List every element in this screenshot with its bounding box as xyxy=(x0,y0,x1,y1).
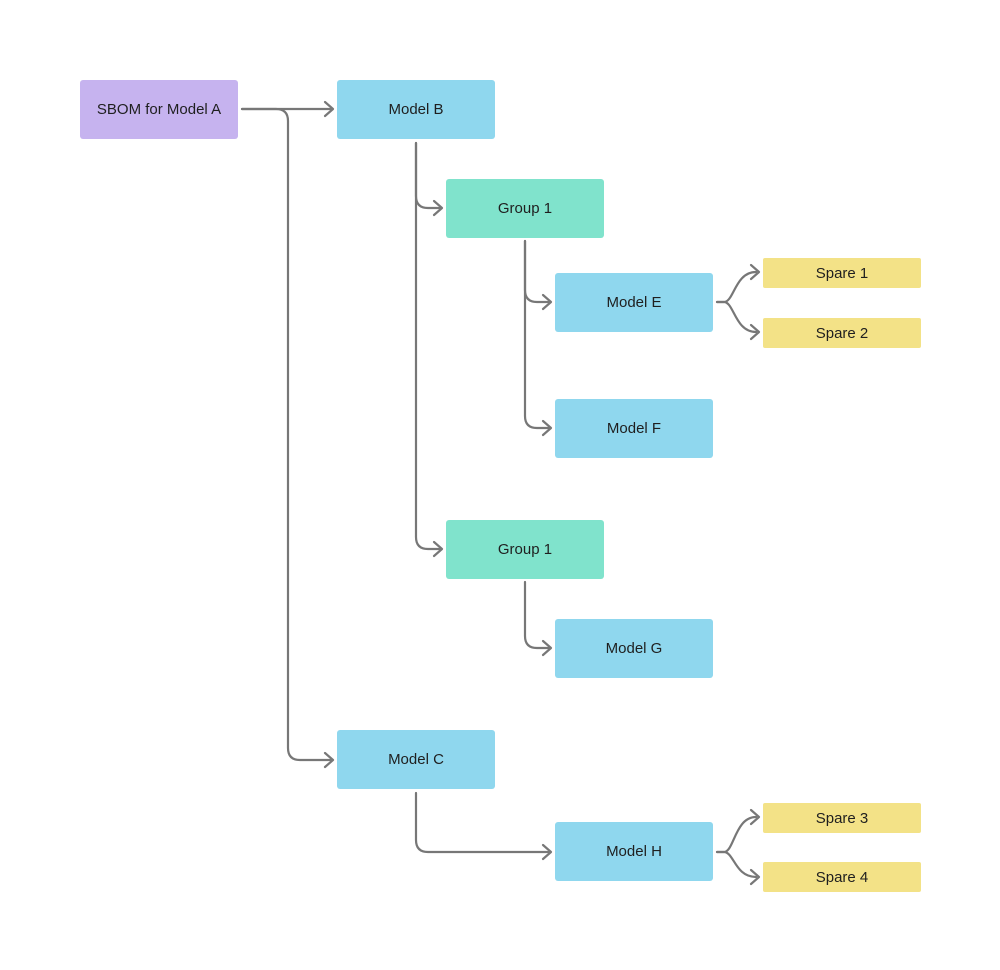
connector-sbom-model-a-to-model-c xyxy=(240,107,333,762)
spare-1-node[interactable]: Spare 1 xyxy=(763,258,921,288)
connector-model-b-to-group-1-upper xyxy=(414,141,442,210)
connector-group-1-lower-to-model-g xyxy=(523,580,551,650)
arrowhead-model-g xyxy=(541,639,553,657)
model-c-node[interactable]: Model C xyxy=(337,730,495,789)
connector-group-1-upper-to-model-e xyxy=(523,239,551,304)
spare-3-node[interactable]: Spare 3 xyxy=(763,803,921,833)
connector-model-b-to-group-1-lower xyxy=(414,141,442,551)
group-1-lower-node[interactable]: Group 1 xyxy=(446,520,604,579)
arrowhead-spare-3 xyxy=(749,808,761,826)
arrowhead-spare-2 xyxy=(749,323,761,341)
model-f-node[interactable]: Model F xyxy=(555,399,713,458)
spare-2-node[interactable]: Spare 2 xyxy=(763,318,921,348)
connector-model-h-to-spare-3 xyxy=(715,815,758,854)
arrowhead-group-1-upper xyxy=(432,199,444,217)
model-g-node[interactable]: Model G xyxy=(555,619,713,678)
arrowhead-spare-1 xyxy=(749,263,761,281)
connector-model-e-to-spare-1 xyxy=(715,270,758,304)
arrowhead-model-f xyxy=(541,419,553,437)
sbom-model-a-node[interactable]: SBOM for Model A xyxy=(80,80,238,139)
arrowhead-group-1-lower xyxy=(432,540,444,558)
connector-model-e-to-spare-2 xyxy=(715,300,758,334)
arrowhead-spare-4 xyxy=(749,868,761,886)
connector-model-h-to-spare-4 xyxy=(715,850,758,879)
connector-model-c-to-model-h xyxy=(414,791,551,854)
arrowhead-model-b xyxy=(323,100,335,118)
model-e-node[interactable]: Model E xyxy=(555,273,713,332)
connector-group-1-upper-to-model-f xyxy=(523,239,551,430)
spare-4-node[interactable]: Spare 4 xyxy=(763,862,921,892)
group-1-upper-node[interactable]: Group 1 xyxy=(446,179,604,238)
arrowhead-model-h xyxy=(541,843,553,861)
model-b-node[interactable]: Model B xyxy=(337,80,495,139)
model-h-node[interactable]: Model H xyxy=(555,822,713,881)
arrowhead-model-e xyxy=(541,293,553,311)
arrowhead-model-c xyxy=(323,751,335,769)
